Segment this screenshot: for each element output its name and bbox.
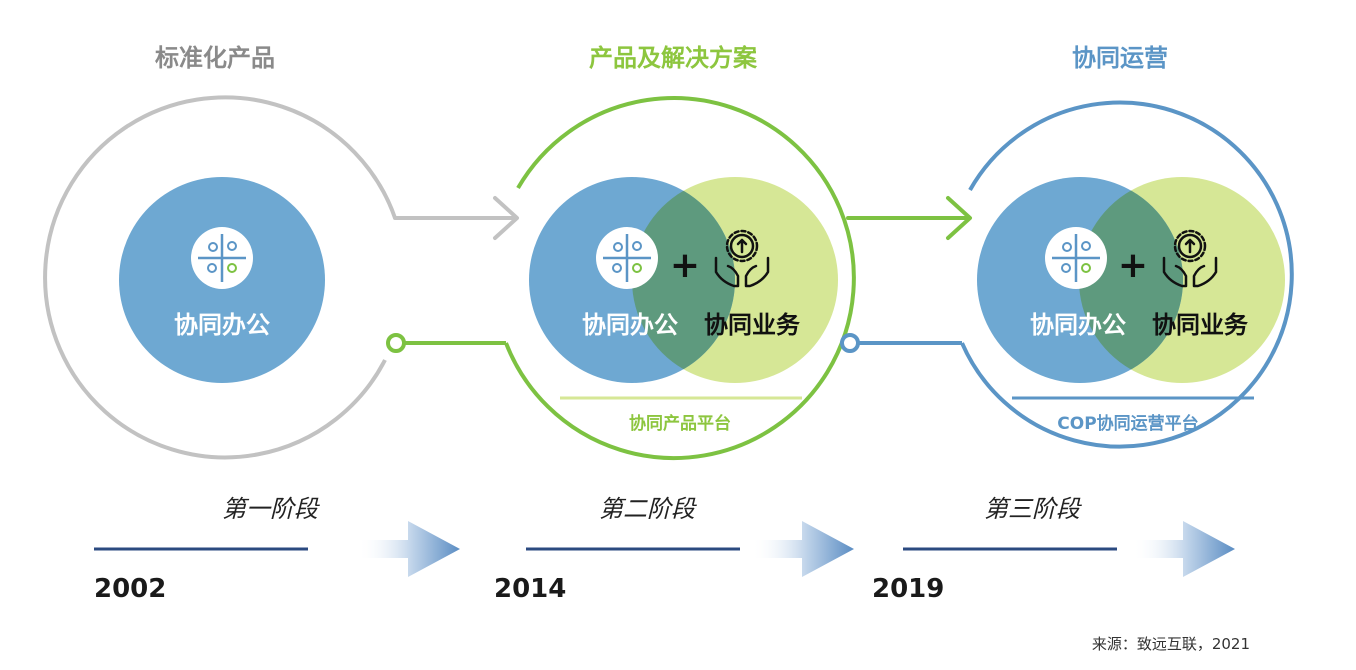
timeline-arrow-2 xyxy=(752,521,854,577)
phase-2-title: 产品及解决方案 xyxy=(589,44,758,72)
phase-1-office-label: 协同办公 xyxy=(174,311,270,339)
gear-hands-icon xyxy=(1162,229,1218,288)
timeline-arrow-3 xyxy=(1133,521,1235,577)
phase-1-ring xyxy=(43,95,397,460)
timeline: 第一阶段 第二阶段 第三阶段 2002 2014 2019 xyxy=(94,495,1235,604)
phase-1-title: 标准化产品 xyxy=(155,44,275,72)
year-2019: 2019 xyxy=(872,574,944,604)
phase-2-platform-label: 协同产品平台 xyxy=(629,413,731,434)
phase-3-title: 协同运营 xyxy=(1072,44,1168,72)
phase-2-overlap xyxy=(632,190,735,370)
stage-3-label: 第三阶段 xyxy=(984,495,1082,523)
phase-3: + 协同办公 协同业务 COP协同运营平台 xyxy=(960,100,1294,449)
phase-2-connector-arrow xyxy=(846,196,972,240)
stage-1-label: 第一阶段 xyxy=(222,495,320,523)
phase-3-ring xyxy=(960,100,1294,449)
plus-sign: + xyxy=(1118,245,1148,286)
puzzle-icon xyxy=(1045,227,1107,289)
gear-hands-icon xyxy=(714,229,770,288)
phase-2-office-label: 协同办公 xyxy=(582,311,678,339)
green-connector xyxy=(386,333,506,353)
puzzle-icon xyxy=(596,227,658,289)
phase-2-ring xyxy=(504,96,856,460)
stage-2-label: 第二阶段 xyxy=(599,495,697,523)
timeline-arrow-1 xyxy=(358,521,460,577)
source-note: 来源：致远互联，2021 xyxy=(1092,635,1250,653)
year-2014: 2014 xyxy=(494,574,566,604)
phase-2: + 协同办公 协同业务 协同产品平台 xyxy=(504,96,972,460)
phase-3-overlap xyxy=(1078,190,1184,370)
phase-3-platform-label: COP协同运营平台 xyxy=(1057,413,1198,434)
phase-1-connector-arrow xyxy=(393,196,519,240)
phase-2-business-label: 协同业务 xyxy=(704,311,801,339)
plus-sign: + xyxy=(670,245,700,286)
phase-3-office-label: 协同办公 xyxy=(1030,311,1126,339)
phase-1: 协同办公 xyxy=(43,95,519,460)
year-2002: 2002 xyxy=(94,574,166,604)
blue-connector xyxy=(840,333,962,353)
puzzle-icon xyxy=(191,227,253,289)
phase-3-business-label: 协同业务 xyxy=(1152,311,1249,339)
